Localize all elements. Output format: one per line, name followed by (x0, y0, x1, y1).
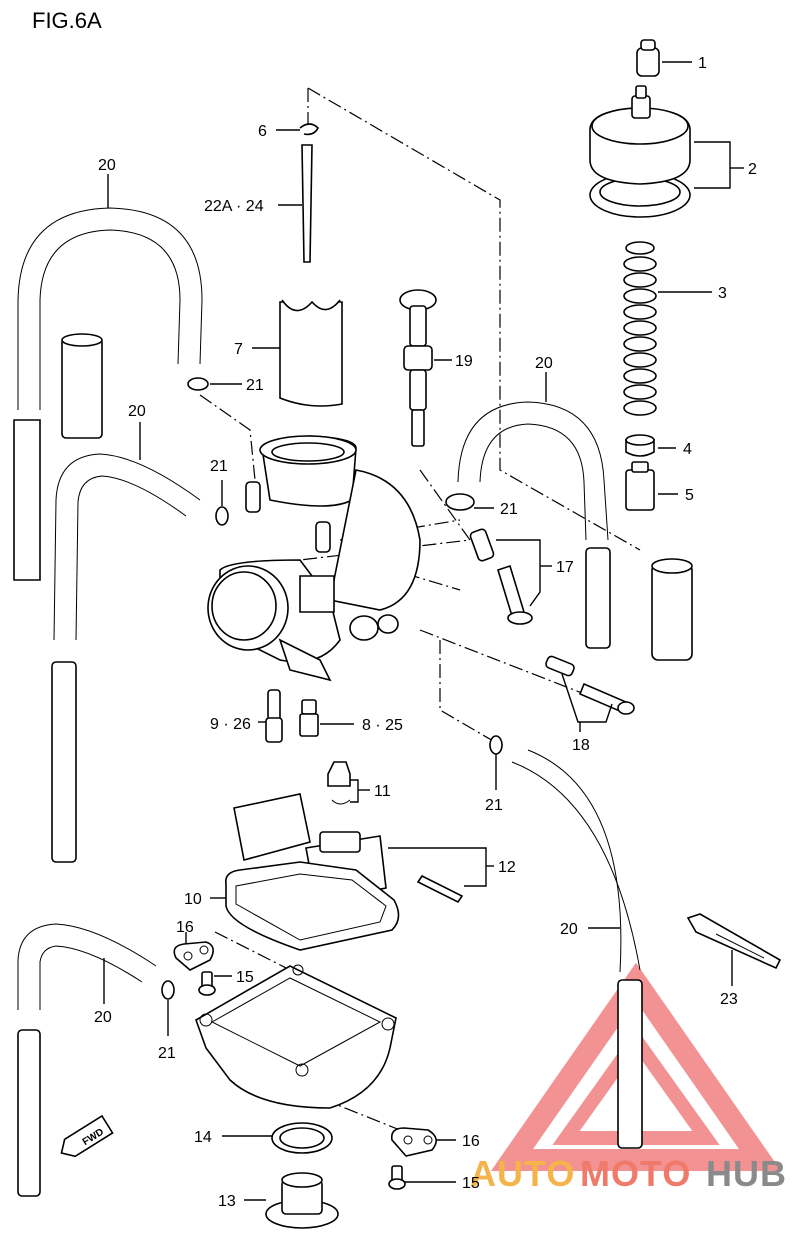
callout-7: 7 (234, 341, 243, 358)
callout-16b: 16 (462, 1133, 480, 1150)
callout-20e: 20 (94, 1009, 112, 1026)
callout-4: 4 (683, 441, 692, 458)
callout-23: 23 (720, 991, 738, 1008)
float-bowl (195, 964, 397, 1109)
part-3-spring (623, 241, 657, 416)
callout-20d: 20 (560, 921, 578, 938)
part-15-screw-a (198, 971, 216, 996)
watermark-text-hub: HUB (706, 1153, 787, 1194)
callout-22a-24: 22A · 24 (204, 198, 264, 215)
callout-10: 10 (184, 891, 202, 908)
callout-12: 12 (498, 859, 516, 876)
hose-20b (51, 453, 201, 863)
part-1-cap (636, 39, 660, 77)
carburetor-body (207, 435, 421, 682)
callout-21d: 21 (485, 797, 503, 814)
part-19-starter-plunger (399, 289, 437, 447)
part-7-sleeve (279, 299, 343, 407)
part-5-throttle-valve (625, 461, 655, 511)
callout-21e: 21 (158, 1045, 176, 1062)
callout-8-25: 8 · 25 (362, 717, 403, 734)
callout-9-26: 9 · 26 (210, 716, 251, 733)
part-23-bracket (686, 913, 782, 970)
callout-20b: 20 (128, 403, 146, 420)
callout-14: 14 (194, 1129, 212, 1146)
cylinder-right (651, 558, 693, 661)
hose-20e (17, 923, 157, 1197)
part-2-top-cap (589, 85, 691, 218)
callout-21a: 21 (246, 377, 264, 394)
figure-title: FIG.6A (32, 8, 102, 33)
clamp-21a (187, 377, 209, 391)
callout-2: 2 (748, 161, 757, 178)
callout-13: 13 (218, 1193, 236, 1210)
callout-5: 5 (685, 487, 694, 504)
hose-20c (457, 401, 611, 649)
part-16-plate-a (173, 941, 214, 971)
part-13-drain-plug (265, 1172, 339, 1229)
callout-18: 18 (572, 737, 590, 754)
clamp-21b (215, 506, 229, 526)
part-10-gasket (224, 861, 400, 951)
watermark-text-auto: AUTO (470, 1153, 575, 1194)
part-6-clip (299, 123, 319, 136)
callout-1: 1 (698, 55, 707, 72)
callout-21c: 21 (500, 501, 518, 518)
callout-21b: 21 (210, 458, 228, 475)
part-16-plate-b (390, 1127, 437, 1157)
part-18-idle-screw (545, 655, 635, 715)
callout-6: 6 (258, 123, 267, 140)
part-22a-24-jet-needle (301, 144, 313, 263)
part-9-26-jet (265, 689, 283, 743)
part-8-25-jet (299, 699, 319, 737)
callout-15a: 15 (236, 969, 254, 986)
callout-11: 11 (374, 783, 391, 800)
clamp-21d (489, 735, 503, 755)
watermark-text-moto: MOTO (580, 1153, 691, 1194)
callout-16a: 16 (176, 919, 194, 936)
clamp-21c (445, 493, 475, 511)
hose-20a (13, 207, 203, 581)
callout-19: 19 (455, 353, 473, 370)
fwd-arrow-icon (60, 1114, 114, 1158)
part-4-retainer (625, 434, 655, 457)
part-15-screw-b (388, 1165, 406, 1190)
callout-3: 3 (718, 285, 727, 302)
callout-20c: 20 (535, 355, 553, 372)
part-14-o-ring (271, 1122, 333, 1154)
hose-20d (511, 749, 643, 1149)
part-17-air-screw (469, 528, 533, 625)
part-11-needle-valve (327, 761, 351, 805)
clamp-21e (161, 980, 175, 1000)
callout-17: 17 (556, 559, 574, 576)
callout-20a: 20 (98, 157, 116, 174)
callout-15b: 15 (462, 1175, 480, 1192)
